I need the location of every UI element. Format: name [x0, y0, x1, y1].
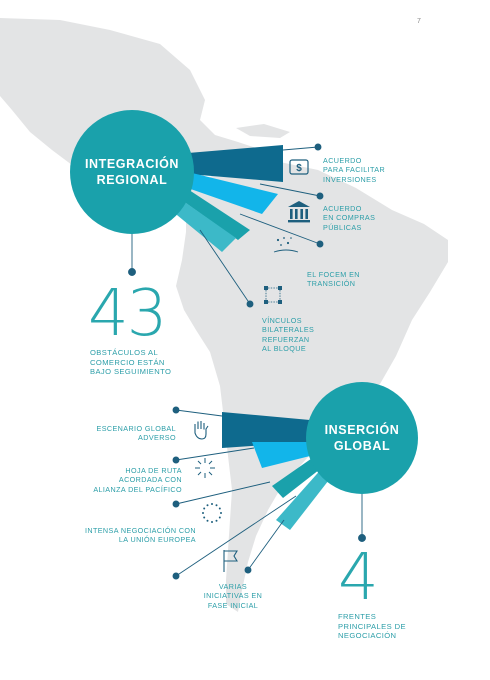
regional-big-number: 43 [88, 277, 167, 351]
bank-icon [288, 201, 310, 223]
global-ray-2 [252, 442, 318, 468]
page-number: 7 [417, 18, 421, 25]
svg-text:$: $ [296, 163, 302, 174]
global-big-number: 4 [338, 541, 379, 615]
flag-icon [223, 550, 238, 572]
global-item-label: HOJA DE RUTA ACORDADA CON ALIANZA DEL PA… [93, 466, 182, 494]
regional-ray-3 [176, 186, 250, 240]
global-circle [306, 382, 418, 494]
global-ray-1 [222, 412, 310, 448]
regional-item-label: ACUERDO EN COMPRAS PÚBLICAS [323, 204, 376, 232]
global-ray-3 [272, 454, 324, 498]
burst-icon [195, 458, 215, 478]
map-caribbean-island [236, 124, 290, 138]
global-title: INSERCIÓN GLOBAL [324, 423, 400, 453]
dollar-icon: $ [289, 159, 309, 175]
regional-ray-2 [182, 172, 278, 214]
sparkle-icon [273, 237, 299, 253]
map-south-america [176, 162, 448, 612]
global-big-caption: FRENTES PRINCIPALES DE NEGOCIACIÓN [338, 612, 406, 641]
global-item-label: VARIAS INICIATIVAS EN FASE INICIAL [203, 582, 263, 610]
global-item-label: INTENSA NEGOCIACIÓN CON LA UNIÓN EUROPEA [84, 526, 196, 545]
regional-circle [70, 110, 194, 234]
regional-item-label: VÍNCULOS BILATERALES REFUERZAN AL BLOQUE [262, 316, 315, 354]
network-icon [264, 286, 282, 304]
regional-leader-lines [128, 143, 324, 308]
regional-ray-4 [166, 196, 236, 252]
eu-stars-icon [202, 503, 222, 523]
global-ray-4 [276, 466, 332, 530]
regional-item-label: EL FOCEM EN TRANSICIÓN [307, 270, 360, 289]
americas-map [0, 18, 448, 612]
global-rays [222, 412, 332, 530]
regional-item-label: ACUERDO PARA FACILITAR INVERSIONES [323, 156, 386, 184]
regional-title: INTEGRACIÓN REGIONAL [84, 157, 180, 187]
hand-icon [194, 421, 209, 440]
global-item-label: ESCENARIO GLOBAL ADVERSO [96, 424, 176, 443]
regional-big-caption: OBSTÁCULOS AL COMERCIO ESTÁN BAJO SEGUIM… [90, 348, 172, 377]
global-leader-lines [172, 406, 366, 580]
regional-rays [166, 145, 283, 252]
regional-ray-1 [188, 145, 283, 182]
